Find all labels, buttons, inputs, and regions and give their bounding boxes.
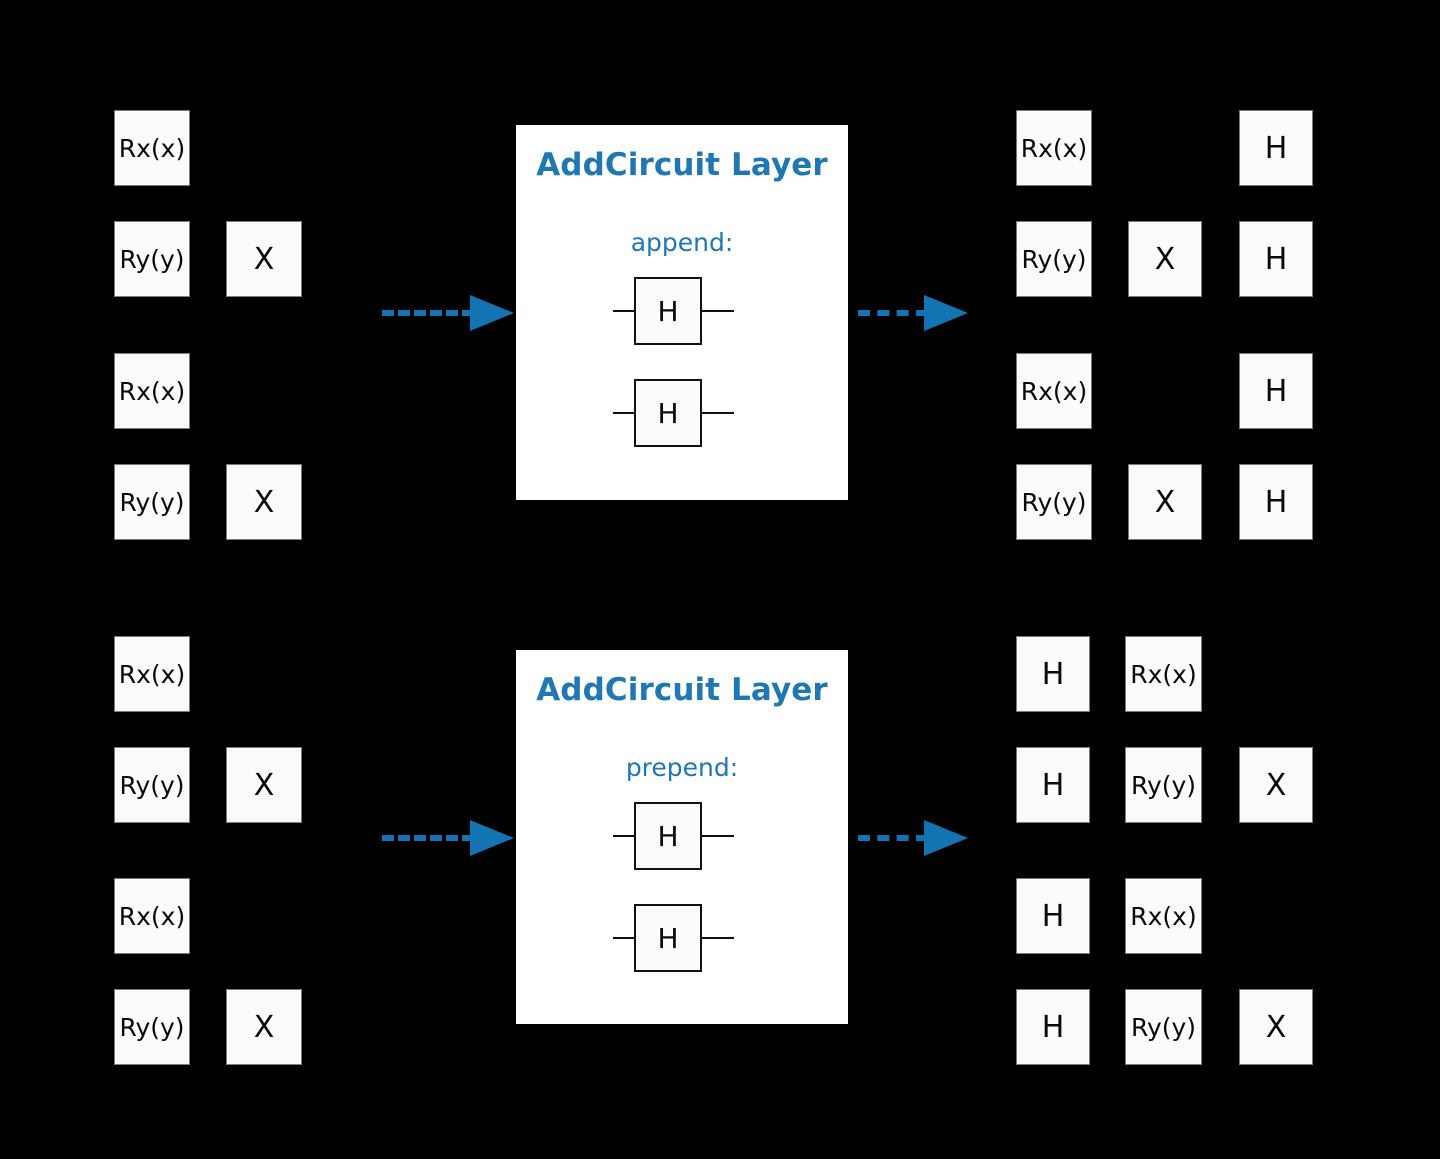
gate-box: H (634, 277, 702, 345)
wire-segment (701, 835, 734, 837)
panel-title: AddCircuit Layer (536, 147, 828, 183)
gate-box: X (1128, 221, 1202, 297)
gate-box: H (1239, 110, 1313, 186)
gate-box: Ry(y) (114, 989, 190, 1065)
panel-title: AddCircuit Layer (536, 672, 828, 708)
gate-box: H (1016, 878, 1090, 954)
addcircuit-layer-panel-prepend: AddCircuit Layer prepend: H H (516, 650, 848, 1024)
panel-subtitle: append: (630, 228, 734, 257)
dashed-arrow-right-prepend-out (858, 818, 974, 858)
gate-box: H (1239, 353, 1313, 429)
gate-box: Rx(x) (114, 353, 190, 429)
gate-box: H (634, 802, 702, 870)
gate-box: Ry(y) (114, 221, 190, 297)
gate-box: X (1239, 747, 1313, 823)
gate-box: Rx(x) (1016, 353, 1092, 429)
gate-box: H (1239, 464, 1313, 540)
dashed-arrow-right-prepend-in (382, 818, 514, 858)
wire-segment (701, 412, 734, 414)
gate-box: Rx(x) (1016, 110, 1092, 186)
dashed-arrow-right-append-out (858, 293, 974, 333)
gate-box: X (226, 464, 302, 540)
gate-box: Rx(x) (1125, 636, 1202, 712)
gate-box: X (226, 989, 302, 1065)
panel-subtitle: prepend: (625, 753, 739, 782)
wire-segment (701, 310, 734, 312)
wire-segment (613, 310, 637, 312)
wire-segment (613, 412, 637, 414)
gate-box: Ry(y) (114, 464, 190, 540)
gate-box: H (634, 904, 702, 972)
gate-box: X (1239, 989, 1313, 1065)
gate-box: Rx(x) (114, 110, 190, 186)
gate-box: Ry(y) (1125, 747, 1202, 823)
gate-box: Ry(y) (1125, 989, 1202, 1065)
addcircuit-layer-panel-append: AddCircuit Layer append: H H (516, 125, 848, 500)
gate-box: Ry(y) (1016, 464, 1092, 540)
gate-box: X (1128, 464, 1202, 540)
gate-box: Ry(y) (1016, 221, 1092, 297)
gate-box: Rx(x) (114, 878, 190, 954)
dashed-arrow-right-append-in (382, 293, 514, 333)
gate-box: H (1016, 636, 1090, 712)
gate-box: Rx(x) (114, 636, 190, 712)
wire-segment (613, 835, 637, 837)
gate-box: X (226, 747, 302, 823)
gate-box: Rx(x) (1125, 878, 1202, 954)
gate-box: H (634, 379, 702, 447)
gate-box: X (226, 221, 302, 297)
wire-segment (613, 937, 637, 939)
gate-box: H (1016, 747, 1090, 823)
gate-box: H (1016, 989, 1090, 1065)
wire-segment (701, 937, 734, 939)
gate-box: Ry(y) (114, 747, 190, 823)
gate-box: H (1239, 221, 1313, 297)
